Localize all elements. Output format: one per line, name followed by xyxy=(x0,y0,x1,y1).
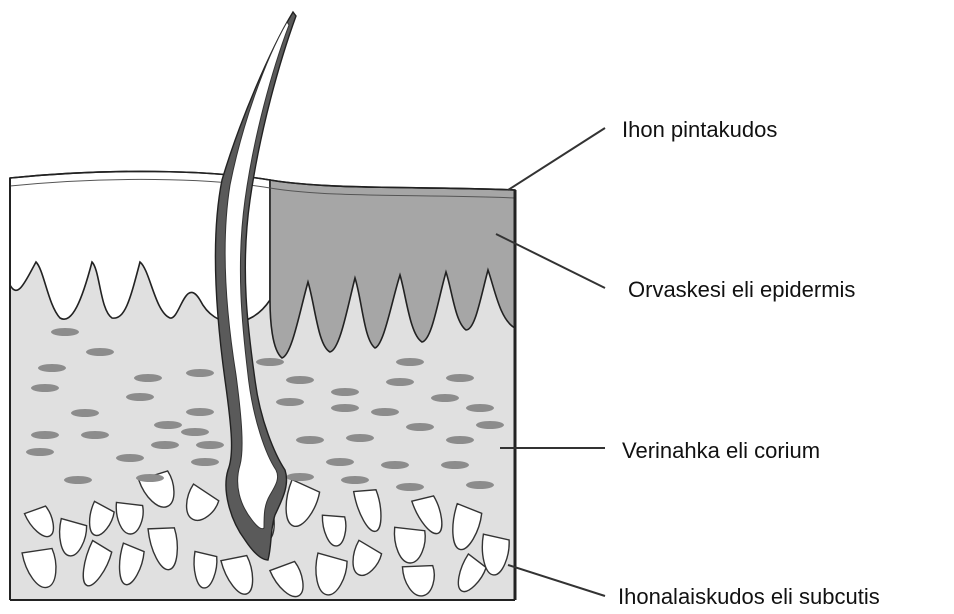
dermis-cell xyxy=(286,376,314,384)
dermis-cell xyxy=(396,483,424,491)
leader-line-surface xyxy=(508,128,605,190)
dermis-cell xyxy=(154,421,182,429)
dermis-cell xyxy=(181,428,209,436)
dermis-cell xyxy=(196,441,224,449)
dermis-cell xyxy=(116,454,144,462)
label-epidermis: Orvaskesi eli epidermis xyxy=(628,277,855,303)
dermis-cell xyxy=(26,448,54,456)
dermis-cell xyxy=(186,408,214,416)
leader-line-subcutis xyxy=(508,565,605,596)
dermis-cell xyxy=(371,408,399,416)
dermis-cell xyxy=(256,358,284,366)
dermis-cell xyxy=(441,461,469,469)
dermis-cell xyxy=(38,364,66,372)
dermis-cell xyxy=(136,474,164,482)
dermis-cell xyxy=(331,404,359,412)
dermis-cell xyxy=(286,473,314,481)
dermis-cell xyxy=(466,481,494,489)
dermis-cell xyxy=(396,358,424,366)
dermis-cell xyxy=(71,409,99,417)
dermis-cell xyxy=(331,388,359,396)
dermis-cell xyxy=(346,434,374,442)
dermis-cell xyxy=(386,378,414,386)
dermis-cell xyxy=(341,476,369,484)
dermis-cell xyxy=(134,374,162,382)
dermis-cell xyxy=(86,348,114,356)
dermis-cell xyxy=(296,436,324,444)
dermis-cell xyxy=(191,458,219,466)
dermis-cell xyxy=(51,328,79,336)
dermis-cell xyxy=(326,458,354,466)
dermis-cell xyxy=(466,404,494,412)
dermis-cell xyxy=(31,431,59,439)
dermis-cell xyxy=(186,369,214,377)
dermis-cell xyxy=(31,384,59,392)
dermis-cell xyxy=(151,441,179,449)
dermis-cell xyxy=(381,461,409,469)
dermis-cell xyxy=(446,374,474,382)
dermis-cell xyxy=(446,436,474,444)
dermis-cell xyxy=(81,431,109,439)
label-corium: Verinahka eli corium xyxy=(622,438,820,464)
label-surface-tissue: Ihon pintakudos xyxy=(622,117,777,143)
dermis-cell xyxy=(476,421,504,429)
dermis-cell xyxy=(276,398,304,406)
dermis-cell xyxy=(406,423,434,431)
label-subcutis: Ihonalaiskudos eli subcutis xyxy=(618,584,880,610)
dermis-cell xyxy=(431,394,459,402)
dermis-cell xyxy=(126,393,154,401)
dermis-cell xyxy=(64,476,92,484)
